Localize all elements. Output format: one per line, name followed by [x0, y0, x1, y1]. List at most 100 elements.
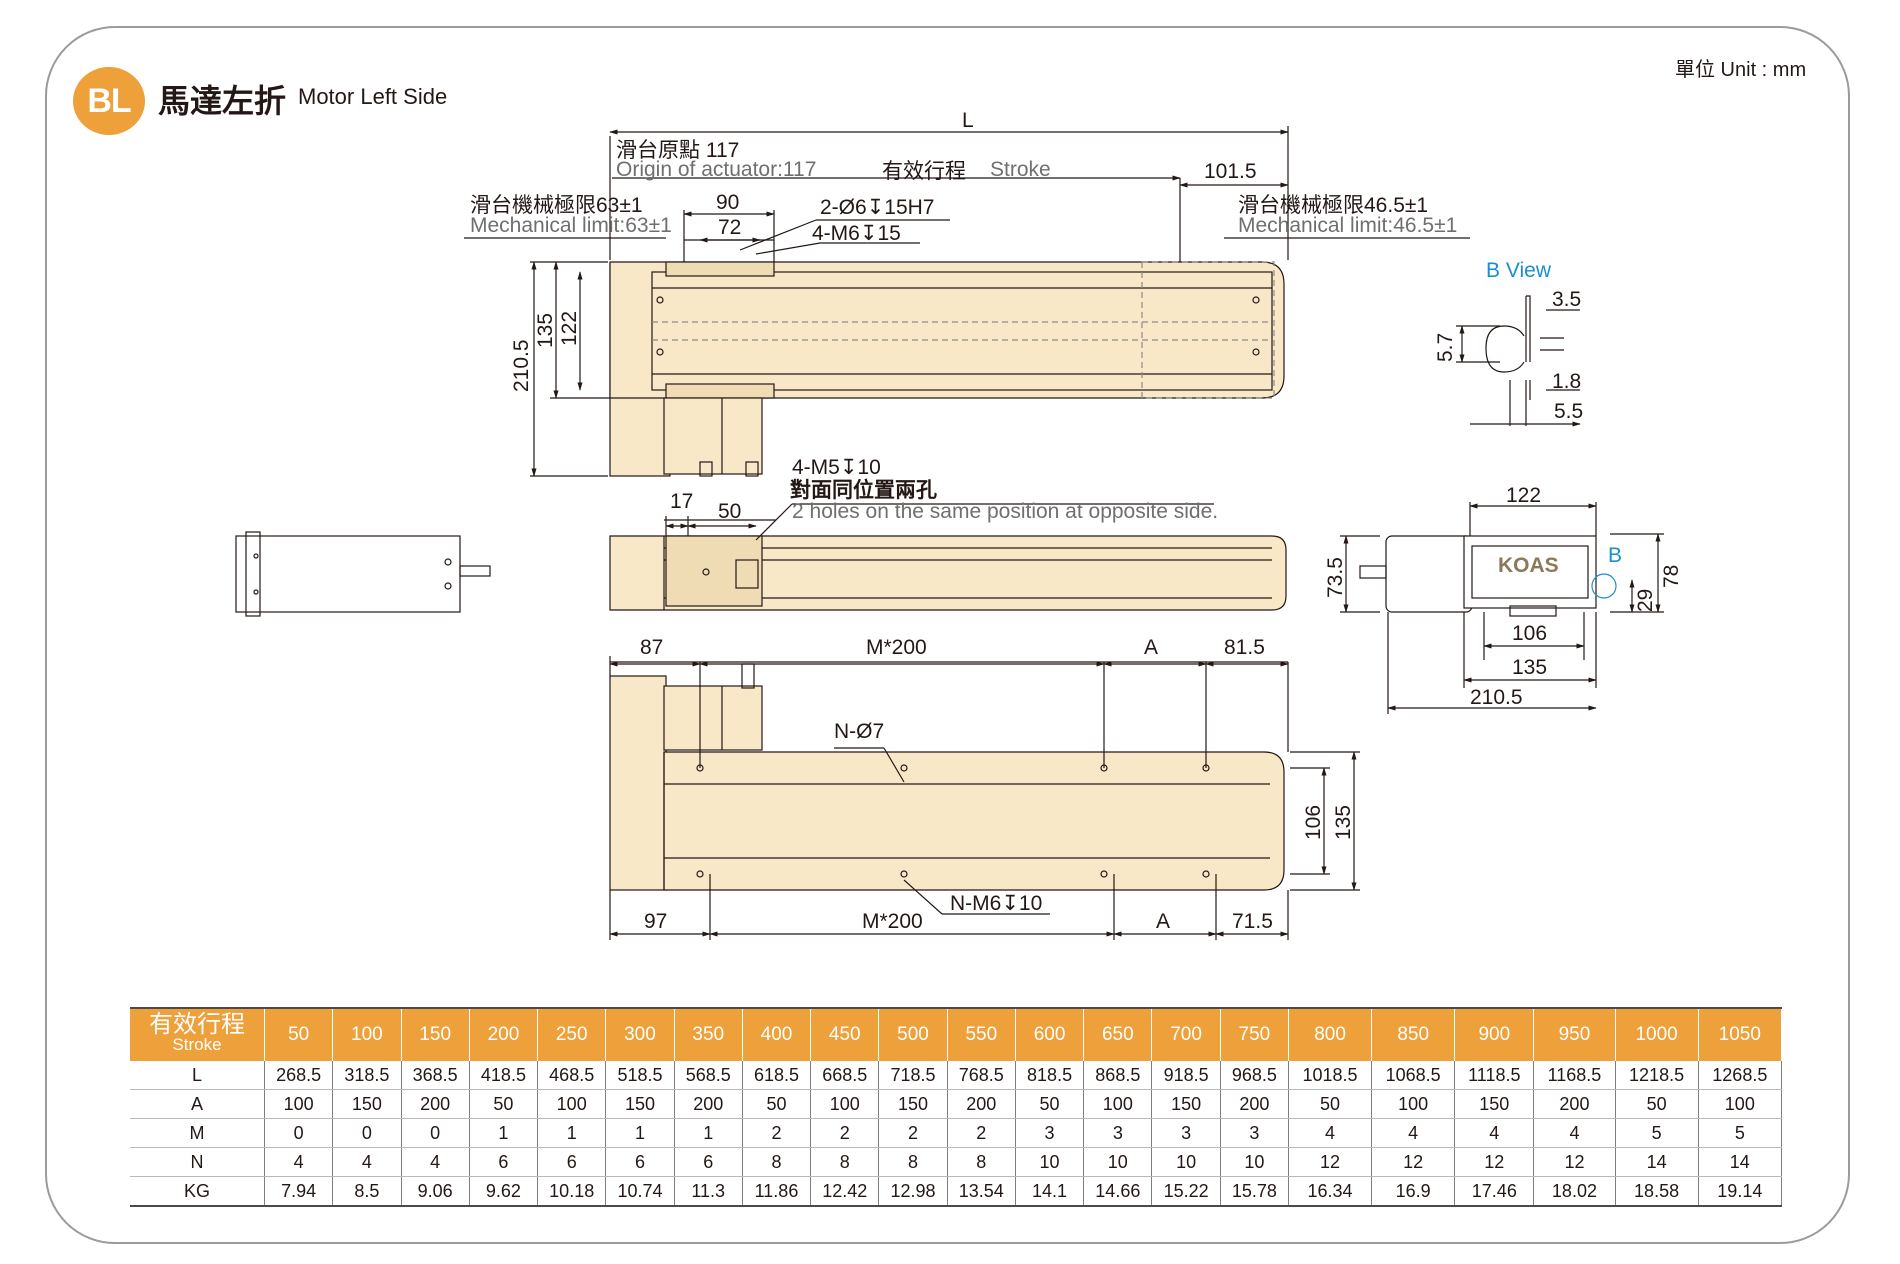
stroke-column-header: 450: [810, 1008, 880, 1061]
stroke-column-header: 750: [1220, 1008, 1289, 1061]
dim-3-5: 3.5: [1552, 288, 1581, 311]
dim-73-5: 73.5: [1324, 557, 1347, 598]
row-label: KG: [130, 1176, 265, 1207]
stroke-column-header: 400: [742, 1008, 812, 1061]
stroke-column-header: 200: [469, 1008, 539, 1061]
b-view-title: B View: [1486, 259, 1552, 282]
technical-drawing: L 滑台原點 117 Origin of actuator:117 有效行程 S…: [235, 109, 1683, 940]
table-cell: 918.5: [1151, 1061, 1221, 1090]
table-cell: 50: [1615, 1089, 1699, 1119]
table-cell: 150: [1454, 1089, 1535, 1119]
origin-label-zh: 滑台原點 117: [616, 139, 739, 162]
table-cell: 12: [1288, 1147, 1373, 1177]
table-cell: 3: [1220, 1118, 1289, 1148]
table-cell: 1168.5: [1533, 1061, 1616, 1090]
table-cell: 7.94: [264, 1176, 334, 1207]
table-cell: 50: [742, 1089, 812, 1119]
table-cell: 10: [1151, 1147, 1221, 1177]
table-cell: 12: [1533, 1147, 1616, 1177]
hole-spec-m6: 4-M6↧15: [812, 222, 901, 245]
stroke-header-zh: 有效行程: [149, 1011, 245, 1038]
stroke-column-header: 950: [1533, 1008, 1616, 1061]
row-label: N: [130, 1147, 265, 1177]
dim-end-135: 135: [1512, 656, 1547, 679]
b-marker: B: [1608, 544, 1622, 567]
mech-limit-right-en: Mechanical limit:46.5±1: [1238, 214, 1457, 237]
dim-101-5: 101.5: [1204, 160, 1257, 183]
table-cell: 100: [1083, 1089, 1153, 1119]
table-cell: 100: [1371, 1089, 1456, 1119]
dim-5-5: 5.5: [1554, 400, 1583, 423]
table-cell: 0: [264, 1118, 334, 1148]
table-cell: 368.5: [401, 1061, 470, 1090]
row-label: L: [130, 1061, 265, 1090]
table-cell: 4: [1533, 1118, 1616, 1148]
dim-78: 78: [1660, 565, 1683, 588]
table-cell: 14: [1698, 1147, 1783, 1177]
table-cell: 200: [674, 1089, 743, 1119]
dim-end-106: 106: [1512, 622, 1547, 645]
stroke-column-header: 550: [947, 1008, 1016, 1061]
b-view-labels: B View 3.5 5.7 1.8 5.5: [1434, 259, 1583, 423]
table-cell: 5: [1615, 1118, 1699, 1148]
table-cell: 200: [401, 1089, 470, 1119]
bottom-view-labels: 87 M*200 A 81.5 N-Ø7 106 135 97 M*200 N-…: [640, 636, 1355, 933]
stroke-column-header: 50: [264, 1008, 334, 1061]
origin-label-en: Origin of actuator:117: [616, 158, 816, 181]
dim-210-5: 210.5: [510, 339, 533, 392]
table-cell: 4: [1454, 1118, 1535, 1148]
left-end-view: [235, 531, 491, 617]
table-cell: 4: [264, 1147, 334, 1177]
table-cell: 8: [810, 1147, 880, 1177]
dim-135: 135: [534, 313, 557, 348]
dim-17: 17: [670, 490, 693, 513]
table-cell: 150: [332, 1089, 402, 1119]
table-cell: 618.5: [742, 1061, 812, 1090]
table-cell: 100: [537, 1089, 607, 1119]
end-view-labels: 122 KOAS B 73.5 78 29 106 135 210.5: [1324, 484, 1683, 709]
table-cell: 10.18: [537, 1176, 607, 1207]
stroke-column-header: 850: [1371, 1008, 1456, 1061]
table-cell: 718.5: [878, 1061, 948, 1090]
table-cell: 19.14: [1698, 1176, 1783, 1207]
dim-bottom-135: 135: [1332, 805, 1355, 840]
table-cell: 3: [1083, 1118, 1153, 1148]
table-cell: 50: [469, 1089, 539, 1119]
brand-logo: KOAS: [1498, 554, 1559, 577]
stroke-column-header: 1000: [1615, 1008, 1699, 1061]
table-cell: 0: [332, 1118, 402, 1148]
title-chinese: 馬達左折: [158, 83, 287, 119]
table-cell: 3: [1151, 1118, 1221, 1148]
table-cell: 2: [810, 1118, 880, 1148]
dim-bottom-106: 106: [1302, 805, 1325, 840]
table-cell: 8: [742, 1147, 812, 1177]
top-view: [464, 126, 1470, 477]
top-view-labels: L 滑台原點 117 Origin of actuator:117 有效行程 S…: [470, 109, 1457, 392]
table-cell: 18.58: [1615, 1176, 1699, 1207]
dim-m200-top: M*200: [866, 636, 927, 659]
table-cell: 418.5: [469, 1061, 539, 1090]
dim-L: L: [962, 109, 974, 132]
stroke-column-header: 1050: [1698, 1008, 1783, 1061]
stroke-column-header: 300: [605, 1008, 675, 1061]
stroke-column-header: 600: [1015, 1008, 1085, 1061]
title-english: Motor Left Side: [298, 84, 448, 109]
table-cell: 13.54: [947, 1176, 1016, 1207]
table-cell: 4: [332, 1147, 402, 1177]
table-cell: 150: [605, 1089, 675, 1119]
stroke-column-header: 100: [332, 1008, 402, 1061]
hole-spec-dowel: 2-Ø6↧15H7: [820, 196, 935, 219]
table-cell: 12: [1371, 1147, 1456, 1177]
table-cell: 100: [810, 1089, 880, 1119]
dim-50: 50: [718, 500, 741, 523]
table-cell: 5: [1698, 1118, 1783, 1148]
stroke-label-zh: 有效行程: [882, 160, 966, 183]
table-cell: 6: [469, 1147, 539, 1177]
dim-122: 122: [558, 311, 581, 346]
table-cell: 10: [1083, 1147, 1153, 1177]
row-label: M: [130, 1118, 265, 1148]
dim-87: 87: [640, 636, 663, 659]
